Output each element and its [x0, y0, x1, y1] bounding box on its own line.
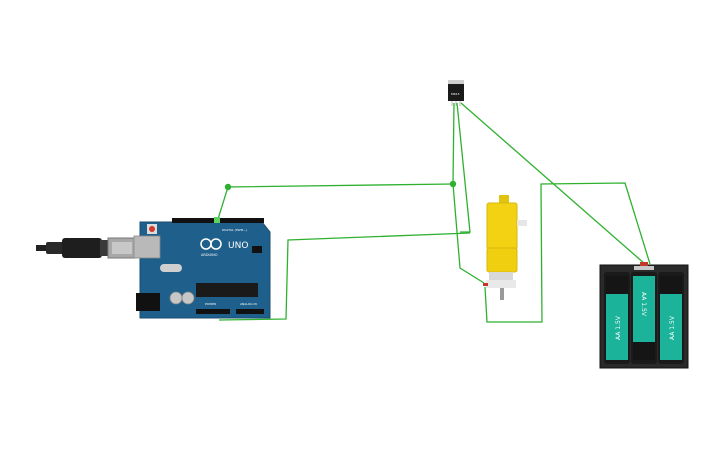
wire-arduino-to-regulator[interactable] — [217, 183, 454, 220]
junction-dot-right[interactable] — [449, 180, 457, 188]
arduino-model-label: UNO — [228, 241, 248, 251]
dc-motor-icon[interactable] — [483, 195, 527, 300]
battery-pack-icon[interactable]: AA 1.5V AA 1.5V AA 1.5V — [599, 262, 689, 369]
battery-cell-1: AA 1.5V — [604, 272, 630, 364]
junction-dot-left[interactable] — [224, 183, 232, 191]
usb-cable-icon[interactable] — [36, 237, 137, 259]
wire-regulator-to-motor[interactable] — [456, 102, 471, 233]
battery-cell-3-label: AA 1.5V — [669, 315, 676, 340]
battery-cell-3: AA 1.5V — [658, 272, 684, 364]
wire-arduino-ground-to-motor[interactable] — [218, 232, 471, 321]
wires — [217, 102, 651, 323]
arduino-analog-label: ANALOG IN — [240, 302, 257, 306]
wire-motor-to-battery[interactable] — [484, 182, 651, 323]
wire-junction-to-motor[interactable] — [452, 183, 485, 284]
regulator-label: MR15 — [451, 92, 460, 96]
arduino-power-label: POWER — [205, 302, 216, 306]
voltage-regulator-icon[interactable]: MR15 — [448, 80, 464, 106]
arduino-logo-icon — [200, 238, 222, 250]
battery-cell-2-label: AA 1.5V — [640, 292, 647, 317]
battery-cell-1-label: AA 1.5V — [615, 315, 622, 340]
arduino-brand-label: ARDUINO — [201, 253, 218, 257]
battery-cell-2: AA 1.5V — [631, 272, 657, 364]
arduino-uno-board[interactable]: UNO ARDUINO DIGITAL (PWM~) POWER ANALOG … — [133, 217, 271, 319]
wire-junction-to-regulator[interactable] — [452, 102, 455, 185]
arduino-digital-label: DIGITAL (PWM~) — [222, 228, 247, 232]
